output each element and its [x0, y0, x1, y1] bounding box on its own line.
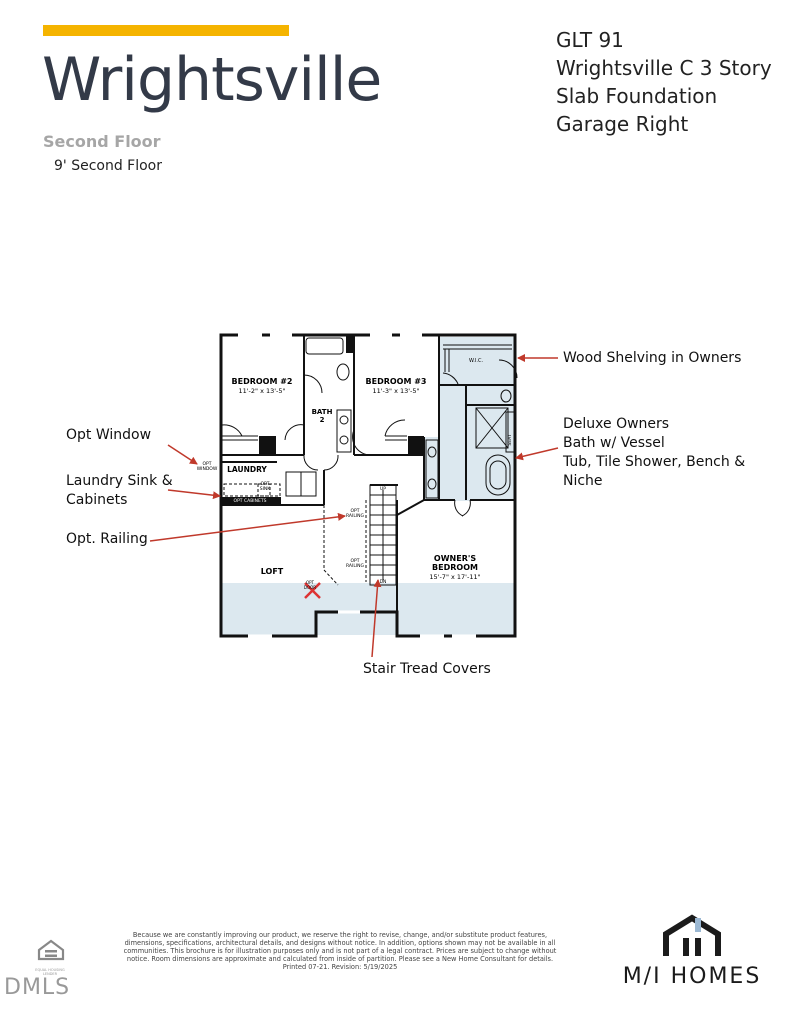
opt-railing-label-b: OPT [350, 558, 359, 564]
callout-wood-shelving: Wood Shelving in Owners [563, 350, 742, 366]
plan-info: GLT 91 Wrightsville C 3 Story Slab Found… [556, 26, 772, 138]
opt-railing-label-a: OPT [350, 508, 359, 514]
opt-window-label: OPT [202, 461, 211, 467]
stairs [323, 484, 397, 586]
plan-info-line: Slab Foundation [556, 84, 718, 108]
plan-info-line: GLT 91 [556, 28, 624, 52]
closet-shelves [222, 344, 512, 441]
callout-line: Tub, Tile Shower, Bench & [563, 454, 746, 470]
room-label-bath2-number: 2 [320, 416, 325, 424]
opt-window-label-2: WINDOW [197, 466, 218, 472]
callout-line: Niche [563, 473, 603, 489]
mi-homes-brand: M/I HOMES [622, 964, 762, 989]
room-label-wic: W.I.C. [469, 358, 484, 364]
callout-opt-window: Opt Window [66, 427, 152, 443]
room-label-bath2: BATH [312, 408, 333, 416]
mi-homes-logo-icon [663, 914, 721, 956]
callout-line: Laundry Sink & [66, 473, 173, 489]
room-label-owners-2: BEDROOM [432, 563, 478, 572]
plan-info-line: Wrightsville C 3 Story [556, 56, 772, 80]
callout-deluxe-bath: Deluxe Owners Bath w/ Vessel Tub, Tile S… [563, 415, 745, 491]
callout-arrows [149, 354, 559, 658]
equal-housing-icon [37, 939, 65, 961]
equal-housing-text: EQUAL HOUSING LENDER [35, 968, 65, 976]
stair-label-up: UP [380, 486, 386, 492]
room-size-bedroom3: 11'-3" x 13'-5" [372, 387, 419, 395]
windows [238, 333, 476, 638]
room-label-seat: SEAT [507, 434, 513, 445]
bath-fixtures [305, 337, 515, 499]
ceiling-height-label: 9' Second Floor [54, 158, 163, 174]
callout-line: Bath w/ Vessel [563, 435, 665, 451]
mls-watermark: DMLS [4, 975, 71, 1000]
room-size-bedroom2: 11'-2" x 13'-5" [238, 387, 285, 395]
room-label-bedroom2: BEDROOM #2 [232, 377, 293, 386]
room-label-bedroom3: BEDROOM #3 [366, 377, 427, 386]
accent-bar [43, 25, 289, 36]
callout-laundry-sink: Laundry Sink & Cabinets [66, 472, 173, 510]
wall-blocks [221, 335, 424, 505]
opt-sink-label-2: SINK [260, 486, 272, 492]
plan-info-line: Garage Right [556, 112, 689, 136]
page-title: Wrightsville [42, 45, 382, 115]
disclaimer-text: Because we are constantly improving our … [123, 931, 557, 971]
callout-stair-covers: Stair Tread Covers [363, 661, 491, 677]
stair-label-dn: DN [380, 579, 387, 585]
callout-opt-railing: Opt. Railing [66, 531, 148, 547]
floor-label: Second Floor [43, 132, 161, 151]
callout-line: Deluxe Owners [563, 416, 670, 432]
room-label-loft: LOFT [261, 567, 284, 576]
opt-railing-label-b-2: RAILING [346, 563, 365, 569]
laundry-appliances [285, 471, 317, 497]
opt-door-label: OPT [306, 580, 315, 585]
laundry-cabinets [223, 483, 281, 497]
room-label-laundry: LAUNDRY [227, 465, 267, 474]
opt-door-label-2: DOOR [304, 585, 316, 590]
door-swings [221, 359, 518, 517]
room-label-owners: OWNER'S [434, 554, 476, 563]
room-size-owners: 15'-7" x 17'-11" [429, 573, 480, 581]
opt-sink-label: OPT [260, 481, 269, 487]
opt-door-x-mark [304, 582, 321, 599]
callout-line: Cabinets [66, 492, 128, 508]
opt-cabinets-label: OPT CABINETS [234, 498, 267, 504]
opt-railing-label-a-2: RAILING [346, 513, 365, 519]
